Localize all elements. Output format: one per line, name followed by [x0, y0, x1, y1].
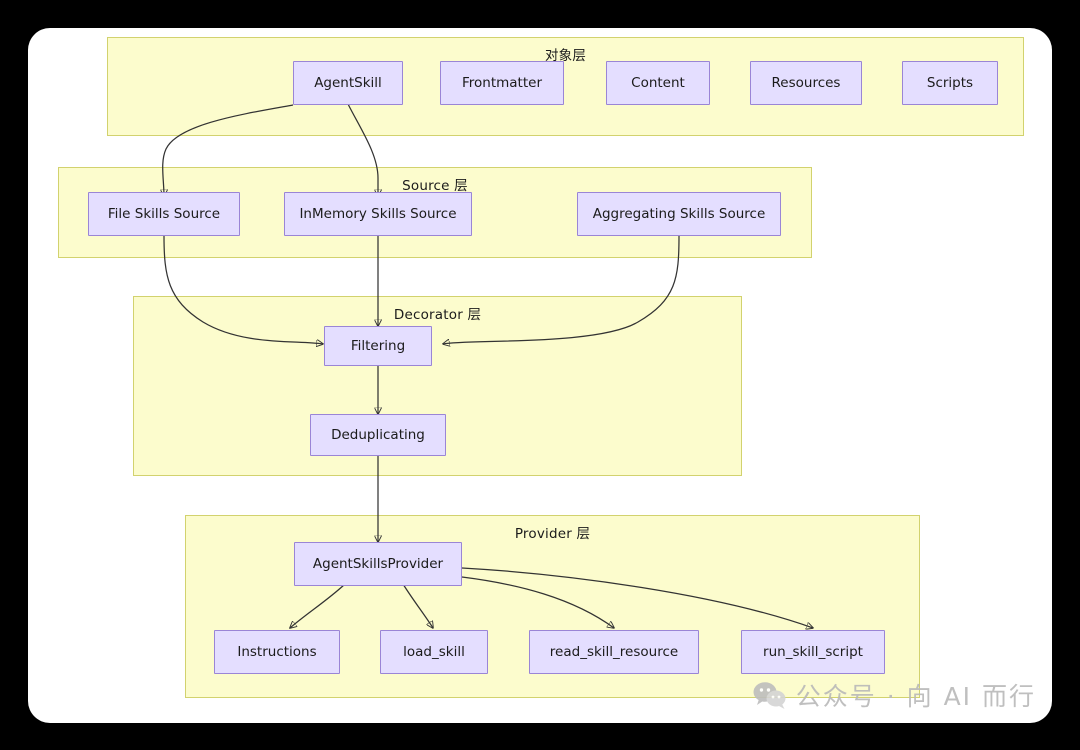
diagram-canvas: 对象层 Source 层 Decorator 层 Provider 层 — [28, 28, 1052, 723]
node-load-skill-label: load_skill — [403, 643, 465, 660]
node-agentskillsprovider-label: AgentSkillsProvider — [312, 555, 444, 572]
node-agentskill-label: AgentSkill — [314, 74, 382, 91]
node-inmemory-skills-source[interactable]: InMemory Skills Source — [284, 192, 472, 236]
node-resources-label: Resources — [771, 74, 841, 91]
node-instructions-label: Instructions — [237, 643, 317, 660]
watermark-text: 公众号 · 向 AI 而行 — [795, 682, 1036, 711]
node-scripts[interactable]: Scripts — [902, 61, 998, 105]
layer-object: 对象层 — [107, 37, 1024, 136]
node-frontmatter[interactable]: Frontmatter — [440, 61, 564, 105]
node-read-skill-resource[interactable]: read_skill_resource — [529, 630, 699, 674]
node-aggregating-skills-source-label: Aggregating Skills Source — [592, 205, 766, 222]
wechat-icon — [753, 682, 786, 709]
layer-source-title: Source 层 — [402, 178, 468, 194]
node-deduplicating-label: Deduplicating — [331, 426, 425, 443]
node-aggregating-skills-source[interactable]: Aggregating Skills Source — [577, 192, 781, 236]
node-instructions[interactable]: Instructions — [214, 630, 340, 674]
node-run-skill-script[interactable]: run_skill_script — [741, 630, 885, 674]
layer-provider-title: Provider 层 — [514, 526, 591, 542]
node-deduplicating[interactable]: Deduplicating — [310, 414, 446, 456]
node-run-skill-script-label: run_skill_script — [763, 643, 863, 660]
node-file-skills-source[interactable]: File Skills Source — [88, 192, 240, 236]
node-inmemory-skills-source-label: InMemory Skills Source — [299, 205, 457, 222]
layer-object-title: 对象层 — [544, 48, 587, 64]
node-load-skill[interactable]: load_skill — [380, 630, 488, 674]
node-scripts-label: Scripts — [926, 74, 974, 91]
node-agentskill[interactable]: AgentSkill — [293, 61, 403, 105]
node-filtering-label: Filtering — [350, 337, 406, 354]
node-frontmatter-label: Frontmatter — [461, 74, 542, 91]
node-resources[interactable]: Resources — [750, 61, 862, 105]
node-file-skills-source-label: File Skills Source — [107, 205, 221, 222]
node-content-label: Content — [631, 74, 685, 91]
node-filtering[interactable]: Filtering — [324, 326, 432, 366]
node-read-skill-resource-label: read_skill_resource — [549, 643, 679, 660]
node-content[interactable]: Content — [606, 61, 710, 105]
node-agentskillsprovider[interactable]: AgentSkillsProvider — [294, 542, 462, 586]
layer-decorator-title: Decorator 层 — [393, 307, 482, 323]
watermark: 公众号 · 向 AI 而行 — [753, 677, 1036, 713]
